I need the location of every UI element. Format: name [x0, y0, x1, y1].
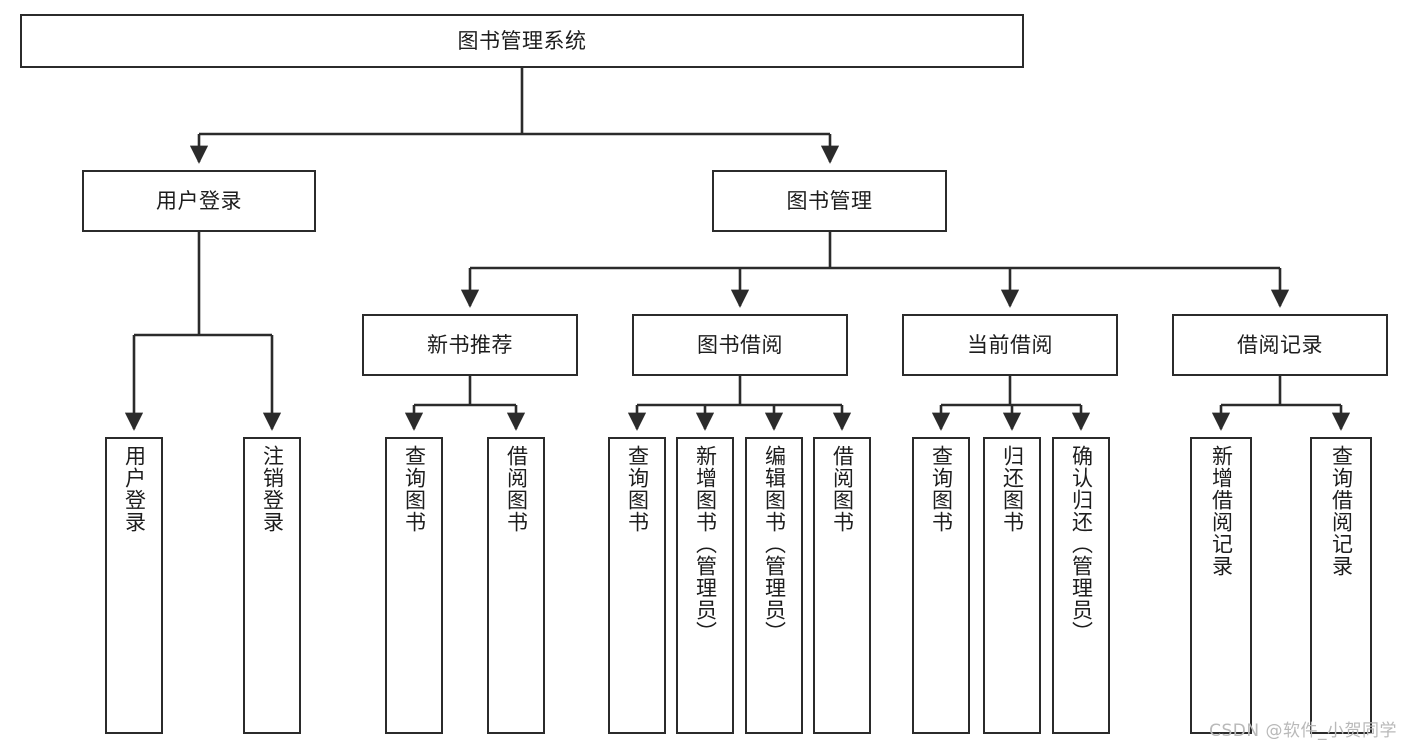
node-root[interactable]: 图书管理系统 — [20, 14, 1024, 68]
node-leaf-edit-book-admin-label: 编辑图书（管理员） — [762, 445, 787, 643]
node-leaf-add-borrow-record-label: 新增借阅记录 — [1209, 445, 1234, 577]
node-current-borrow[interactable]: 当前借阅 — [902, 314, 1118, 376]
node-borrow-record-label: 借阅记录 — [1237, 332, 1323, 357]
node-leaf-logout-login[interactable]: 注销登录 — [243, 437, 301, 734]
node-leaf-user-login[interactable]: 用户登录 — [105, 437, 163, 734]
node-new-book-rec-label: 新书推荐 — [427, 332, 513, 357]
node-leaf-add-book-admin[interactable]: 新增图书（管理员） — [676, 437, 734, 734]
node-leaf-add-borrow-record[interactable]: 新增借阅记录 — [1190, 437, 1252, 734]
node-leaf-add-book-admin-label: 新增图书（管理员） — [693, 445, 718, 643]
node-leaf-logout-login-label: 注销登录 — [260, 445, 285, 533]
node-borrow-record[interactable]: 借阅记录 — [1172, 314, 1388, 376]
node-root-label: 图书管理系统 — [457, 28, 587, 53]
node-book-manage-label: 图书管理 — [786, 188, 873, 213]
node-user-login[interactable]: 用户登录 — [82, 170, 316, 232]
node-leaf-confirm-return-label: 确认归还（管理员） — [1069, 445, 1094, 643]
node-leaf-return-book[interactable]: 归还图书 — [983, 437, 1041, 734]
node-user-login-label: 用户登录 — [156, 188, 242, 213]
node-new-book-rec[interactable]: 新书推荐 — [362, 314, 578, 376]
node-leaf-query-book-rec[interactable]: 查询图书 — [385, 437, 443, 734]
node-current-borrow-label: 当前借阅 — [967, 332, 1053, 357]
node-book-borrow-label: 图书借阅 — [697, 332, 783, 357]
node-leaf-borrow-book-bor-label: 借阅图书 — [830, 445, 855, 533]
node-leaf-query-book-cur[interactable]: 查询图书 — [912, 437, 970, 734]
node-book-borrow[interactable]: 图书借阅 — [632, 314, 848, 376]
node-book-manage[interactable]: 图书管理 — [712, 170, 947, 232]
node-leaf-query-book-rec-label: 查询图书 — [402, 445, 427, 533]
csdn-watermark: CSDN @软件_小贺同学 — [1209, 721, 1397, 741]
node-leaf-edit-book-admin[interactable]: 编辑图书（管理员） — [745, 437, 803, 734]
node-leaf-return-book-label: 归还图书 — [1000, 445, 1025, 533]
node-leaf-confirm-return[interactable]: 确认归还（管理员） — [1052, 437, 1110, 734]
node-leaf-borrow-book-rec[interactable]: 借阅图书 — [487, 437, 545, 734]
node-leaf-borrow-book-rec-label: 借阅图书 — [504, 445, 529, 533]
node-leaf-user-login-label: 用户登录 — [122, 445, 147, 533]
node-leaf-query-borrow-record-label: 查询借阅记录 — [1329, 445, 1354, 577]
node-leaf-query-book-bor-label: 查询图书 — [625, 445, 650, 533]
node-leaf-query-book-bor[interactable]: 查询图书 — [608, 437, 666, 734]
node-leaf-borrow-book-bor[interactable]: 借阅图书 — [813, 437, 871, 734]
node-leaf-query-borrow-record[interactable]: 查询借阅记录 — [1310, 437, 1372, 734]
node-leaf-query-book-cur-label: 查询图书 — [929, 445, 954, 533]
